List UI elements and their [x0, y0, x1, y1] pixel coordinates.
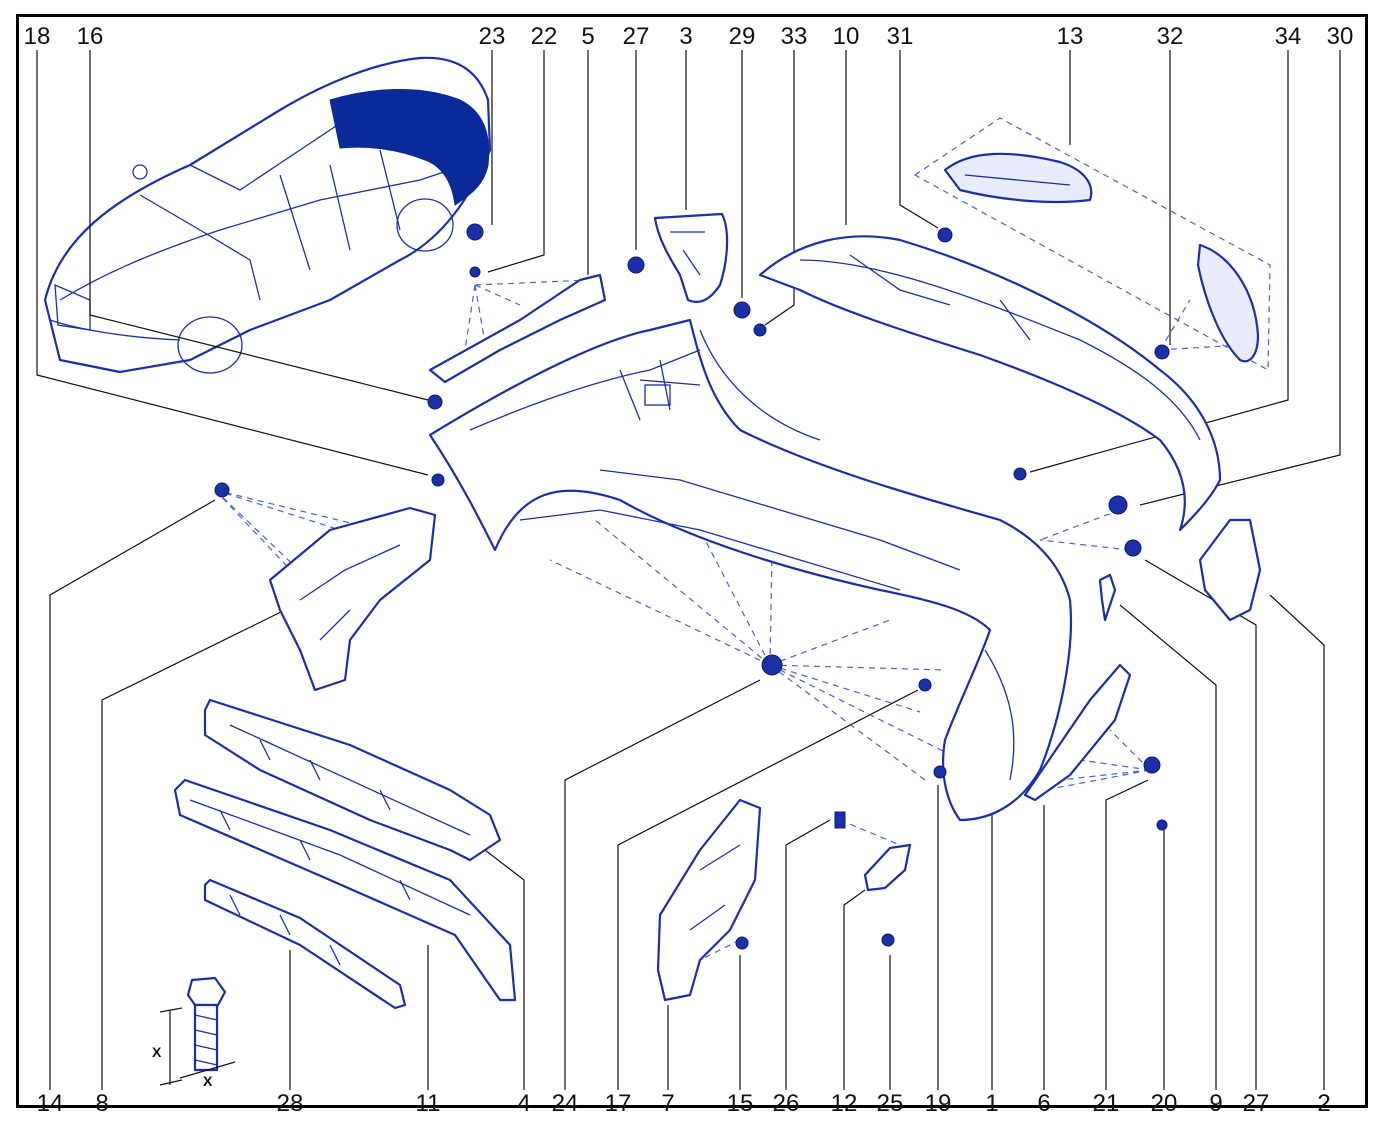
upper-grille — [943, 152, 1093, 204]
dimension-x-vertical: X — [152, 1044, 162, 1060]
callout-5: 5 — [581, 23, 595, 50]
callout-19: 19 — [924, 1090, 952, 1117]
callout-15: 15 — [726, 1090, 754, 1117]
callout-26: 26 — [772, 1090, 800, 1117]
callout-23: 23 — [478, 23, 506, 50]
callout-34: 34 — [1274, 23, 1302, 50]
callout-4: 4 — [517, 1090, 531, 1117]
callout-9: 9 — [1209, 1090, 1223, 1117]
callout-27-bottom: 27 — [1242, 1090, 1270, 1117]
callout-20: 20 — [1150, 1090, 1178, 1117]
sensor-12 — [863, 843, 912, 892]
dimension-x-horizontal: X — [203, 1073, 213, 1089]
car-thumbnail — [43, 56, 492, 374]
callout-8: 8 — [95, 1090, 109, 1117]
callout-21: 21 — [1092, 1090, 1120, 1117]
callout-27-top: 27 — [622, 23, 650, 50]
bolt-detail — [159, 976, 236, 1086]
callout-33: 33 — [780, 23, 808, 50]
leader-lines — [36, 50, 1341, 1090]
callout-12: 12 — [830, 1090, 858, 1117]
callout-13: 13 — [1056, 23, 1084, 50]
impact-absorber-4 — [203, 698, 502, 862]
callout-6: 6 — [1037, 1090, 1051, 1117]
callout-31: 31 — [886, 23, 914, 50]
reinforcement-beam-11 — [173, 778, 517, 1002]
highlight-rear-bumper — [329, 89, 490, 206]
reflector-9 — [1098, 573, 1117, 622]
callout-14: 14 — [36, 1090, 64, 1117]
rail-28 — [203, 878, 407, 1010]
callout-1: 1 — [985, 1090, 999, 1117]
callout-11: 11 — [415, 1090, 441, 1117]
callout-24: 24 — [551, 1090, 579, 1117]
side-bracket-2 — [1198, 518, 1262, 622]
bracket-5 — [428, 273, 607, 384]
upper-bumper-trim — [758, 235, 1222, 532]
bracket-3 — [653, 212, 729, 303]
bracket-6 — [1023, 663, 1132, 802]
callout-10: 10 — [832, 23, 860, 50]
side-vent — [1196, 243, 1260, 363]
callout-22: 22 — [530, 23, 558, 50]
callout-3: 3 — [679, 23, 693, 50]
side-bracket-8 — [268, 506, 437, 692]
callout-7: 7 — [661, 1090, 675, 1117]
callout-2: 2 — [1317, 1090, 1331, 1117]
callout-32: 32 — [1156, 23, 1184, 50]
callout-18: 18 — [23, 23, 51, 50]
callout-30: 30 — [1326, 23, 1354, 50]
assembly-lines — [214, 117, 1271, 961]
callout-29: 29 — [728, 23, 756, 50]
bracket-7 — [656, 798, 762, 1002]
rear-bumper-cover — [428, 318, 1073, 822]
callout-25: 25 — [876, 1090, 904, 1117]
diagram-frame — [16, 14, 1368, 1108]
callout-17: 17 — [604, 1090, 632, 1117]
callout-16: 16 — [76, 23, 104, 50]
fasteners — [214, 223, 1170, 950]
callout-28: 28 — [276, 1090, 304, 1117]
